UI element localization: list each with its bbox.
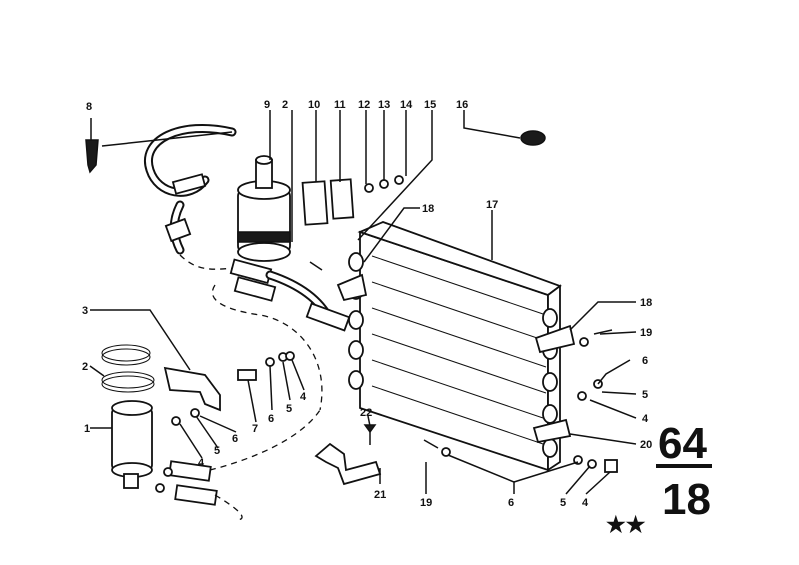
- callout-15: 15: [424, 99, 436, 111]
- bracket-21: [314, 424, 382, 486]
- receiver-lower: [101, 344, 321, 521]
- callout-6: 6: [232, 433, 238, 445]
- leader-lines: [89, 110, 637, 495]
- callout-20: 20: [640, 439, 652, 451]
- callout-19: 19: [640, 327, 652, 339]
- fasteners-right: [423, 329, 618, 473]
- callout-2: 2: [282, 99, 288, 111]
- callout-5: 5: [560, 497, 566, 509]
- sub-group-number: 18: [662, 475, 711, 524]
- callout-6: 6: [508, 497, 514, 509]
- callout-10: 10: [308, 99, 320, 111]
- callout-4: 4: [582, 497, 589, 509]
- callout-13: 13: [378, 99, 390, 111]
- callout-2: 2: [82, 361, 88, 373]
- main-group-number: 64: [658, 419, 707, 468]
- callout-4: 4: [198, 457, 205, 469]
- callout-16: 16: [456, 99, 468, 111]
- callout-9: 9: [264, 99, 270, 111]
- callout-14: 14: [400, 99, 413, 111]
- callout-5: 5: [286, 403, 292, 415]
- callout-6: 6: [268, 413, 274, 425]
- hose-assembly: [101, 124, 351, 411]
- receiver-drier: [237, 155, 291, 262]
- callout-18: 18: [640, 297, 652, 309]
- callout-21: 21: [374, 489, 386, 501]
- callout-18: 18: [422, 203, 434, 215]
- callout-7: 7: [252, 423, 258, 435]
- sensor-probe: [85, 118, 99, 174]
- callout-6: 6: [642, 355, 648, 367]
- callout-17: 17: [486, 199, 498, 211]
- callout-4: 4: [642, 413, 649, 425]
- callout-3: 3: [82, 305, 88, 317]
- callout-4: 4: [300, 391, 307, 403]
- callout-1: 1: [84, 423, 90, 435]
- rating-stars: ★★: [606, 512, 646, 537]
- callout-5: 5: [642, 389, 648, 401]
- callout-8: 8: [86, 101, 92, 113]
- condenser: [336, 221, 576, 472]
- callout-11: 11: [334, 99, 346, 111]
- callout-19: 19: [420, 497, 432, 509]
- callout-12: 12: [358, 99, 370, 111]
- callout-labels: 1 2 2 3 4 4 4 4 5 5 5 5 6 6 6 6 6 7 8 9 …: [82, 99, 652, 509]
- callout-22: 22: [360, 407, 372, 419]
- group-code: 64 18 ★★: [606, 419, 712, 537]
- callout-5: 5: [214, 445, 220, 457]
